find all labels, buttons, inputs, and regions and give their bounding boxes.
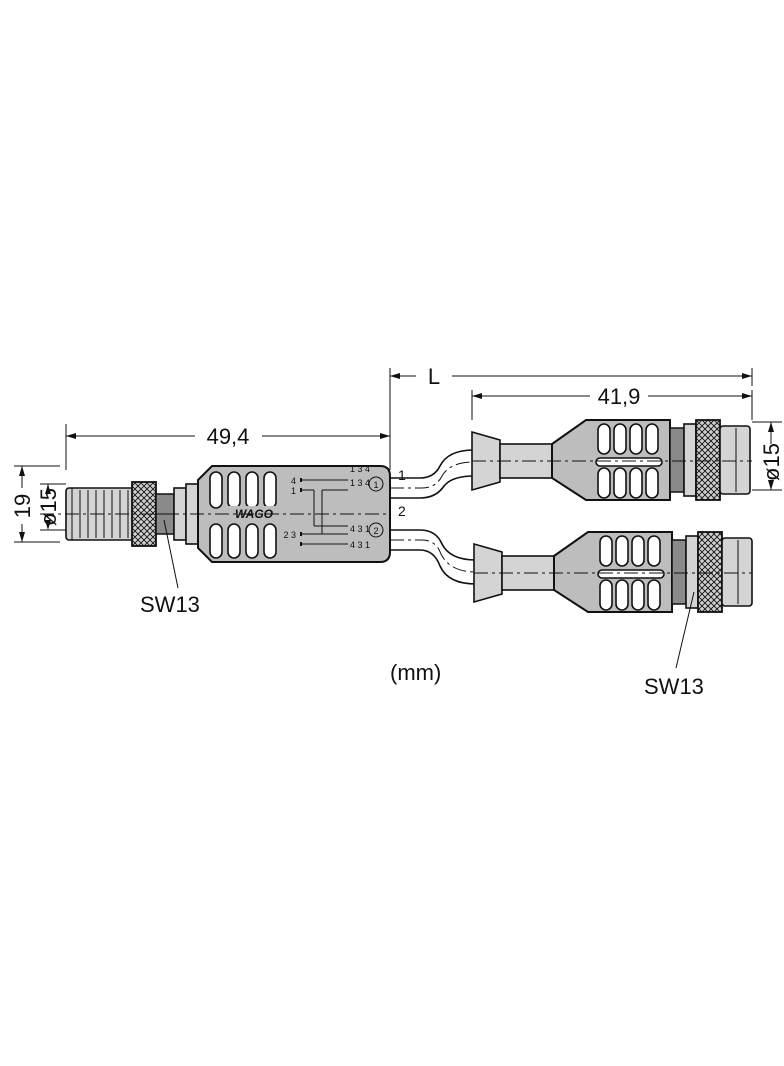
pin-label-top-right-a: 1 3 4 bbox=[350, 464, 370, 474]
wrench-size-right: SW13 bbox=[644, 591, 704, 699]
pin-label-top-left-a: 4 bbox=[291, 476, 296, 486]
total-length-label: L bbox=[428, 364, 440, 389]
left-length-label: 49,4 bbox=[207, 424, 250, 449]
units-label: (mm) bbox=[390, 660, 441, 685]
port-2-marker: 2 bbox=[373, 526, 378, 536]
pin-label-top-left-b: 1 bbox=[291, 486, 296, 496]
wrench-size-left: SW13 bbox=[140, 519, 200, 617]
wiring-schematic: 4 1 2 3 1 3 4 1 3 4 4 3 1 4 3 1 1 2 bbox=[283, 464, 384, 550]
grip-ribs-bottom bbox=[209, 523, 277, 559]
pin-label-bottom-left-a: 2 3 bbox=[283, 530, 296, 540]
wrench-right-label: SW13 bbox=[644, 674, 704, 699]
cable-1: 1 bbox=[390, 449, 475, 499]
dimension-total-length: L bbox=[389, 364, 753, 424]
grip-ribs-top bbox=[209, 471, 277, 509]
dimension-left-length: 49,4 bbox=[65, 424, 391, 470]
wire-2-label: 2 bbox=[398, 503, 406, 519]
dimension-height: 19 bbox=[10, 465, 60, 543]
right-female-connector-bottom bbox=[473, 531, 753, 613]
right-diameter-label: ø15 bbox=[759, 443, 784, 481]
left-diameter-label: ø15 bbox=[36, 488, 61, 526]
dimension-right-diameter: ø15 bbox=[752, 421, 784, 491]
dimension-left-diameter: ø15 bbox=[36, 483, 66, 531]
pin-label-top-right-b: 1 3 4 bbox=[350, 478, 370, 488]
wrench-left-label: SW13 bbox=[140, 592, 200, 617]
cable-2: 2 bbox=[390, 503, 477, 585]
right-length-label: 41,9 bbox=[598, 384, 641, 409]
wire-1-label: 1 bbox=[398, 467, 406, 483]
port-1-marker: 1 bbox=[373, 480, 378, 490]
right-female-connector-top bbox=[471, 419, 752, 501]
brand-logo: WAGO bbox=[235, 507, 274, 521]
dimension-right-length: 41,9 bbox=[471, 384, 753, 420]
pin-label-bottom-right-b: 4 3 1 bbox=[350, 540, 370, 550]
pin-label-bottom-right-a: 4 3 1 bbox=[350, 524, 370, 534]
height-label: 19 bbox=[10, 494, 35, 518]
